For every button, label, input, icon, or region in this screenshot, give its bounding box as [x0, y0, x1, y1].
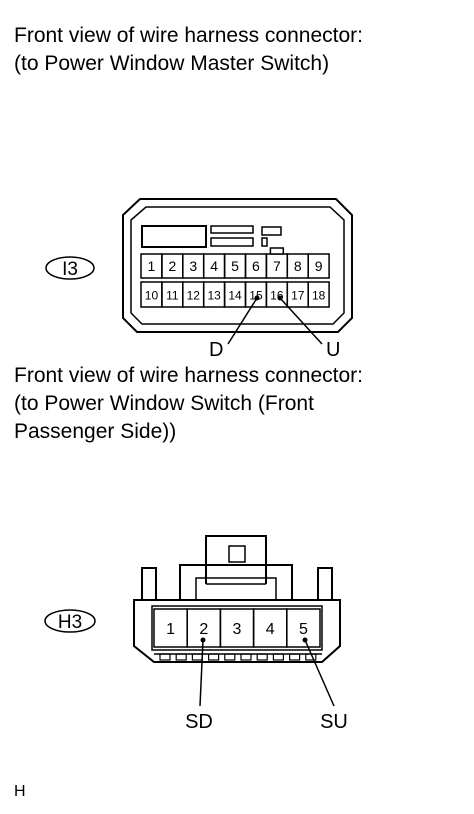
h3-pin-label: 3 [233, 621, 242, 638]
h3-pin-label: 1 [166, 621, 175, 638]
h3-upper-shroud [179, 564, 293, 600]
h3-pin-cell [286, 608, 321, 648]
i3-leader-dot [254, 295, 260, 301]
i3-key-slot [261, 237, 268, 247]
i3-pin-label: 9 [315, 258, 323, 274]
i3-pin-cell [307, 281, 330, 308]
i3-leader-dot [277, 295, 283, 301]
i3-callout-d: D [209, 339, 223, 361]
h3-tag-label: H3 [58, 612, 82, 633]
h3-rib [224, 653, 236, 661]
i3-key-slot [261, 226, 282, 236]
i3-pin-cell [307, 253, 330, 279]
h3-rib [272, 653, 284, 661]
i3-pin-label: 17 [291, 289, 305, 303]
caption-passenger-switch: Front view of wire harness connector: (t… [14, 364, 363, 443]
h3-rib [208, 653, 220, 661]
h3-pin-frame [151, 605, 323, 651]
connector-i3 [122, 198, 353, 333]
h3-body [133, 599, 341, 663]
i3-pin-label: 7 [273, 258, 281, 274]
h3-pin-label: 5 [299, 621, 308, 638]
h3-left-post [141, 567, 157, 600]
h3-rib [256, 653, 268, 661]
i3-pin-label: 15 [249, 289, 263, 303]
h3-rib [289, 653, 301, 661]
i3-housing-outer [122, 198, 353, 333]
h3-latch [205, 535, 267, 584]
h3-rib [240, 653, 252, 661]
i3-leader-d [227, 297, 258, 345]
i3-pin-label: 1 [148, 258, 156, 274]
h3-rib [159, 653, 171, 661]
h3-callout-sd: SD [185, 711, 213, 733]
h3-leader-sd [199, 639, 204, 707]
i3-key-notch [269, 247, 285, 255]
i3-key-slot [210, 225, 254, 234]
i3-pin-label: 8 [294, 258, 302, 274]
i3-pin-label: 6 [252, 258, 260, 274]
i3-leader-u [279, 297, 323, 345]
i3-pin-label: 5 [231, 258, 239, 274]
h3-leader-su [304, 639, 335, 707]
h3-rib [191, 653, 203, 661]
i3-pin-label: 11 [166, 289, 179, 303]
h3-rib [175, 653, 187, 661]
h3-leader-dot [200, 637, 206, 643]
i3-pin-label: 14 [228, 289, 242, 303]
i3-tag-label: I3 [62, 259, 78, 280]
i3-pin-label: 18 [312, 289, 326, 303]
corner-mark: H [14, 783, 26, 800]
i3-pin-label: 12 [187, 289, 201, 303]
i3-pin-label: 4 [210, 258, 218, 274]
i3-tag-outline [45, 256, 95, 280]
h3-pin-label: 2 [199, 621, 208, 638]
h3-inner-rib [195, 577, 277, 600]
i3-housing-inner [130, 206, 345, 325]
i3-pin-label: 10 [145, 289, 159, 303]
caption-master-switch: Front view of wire harness connector: (t… [14, 24, 363, 75]
h3-latch-window [228, 545, 246, 563]
i3-callout-u: U [326, 339, 340, 361]
h3-right-post [317, 567, 333, 600]
i3-pin-label: 2 [168, 258, 176, 274]
i3-key-slot [210, 237, 254, 247]
connector-h3 [133, 535, 341, 663]
h3-callout-su: SU [320, 711, 348, 733]
i3-pin-label: 3 [189, 258, 197, 274]
h3-tag-outline [44, 609, 96, 633]
i3-key-block [141, 225, 207, 248]
h3-leader-dot [302, 637, 308, 643]
h3-pin-label: 4 [266, 621, 275, 638]
i3-pin-label: 13 [207, 289, 221, 303]
